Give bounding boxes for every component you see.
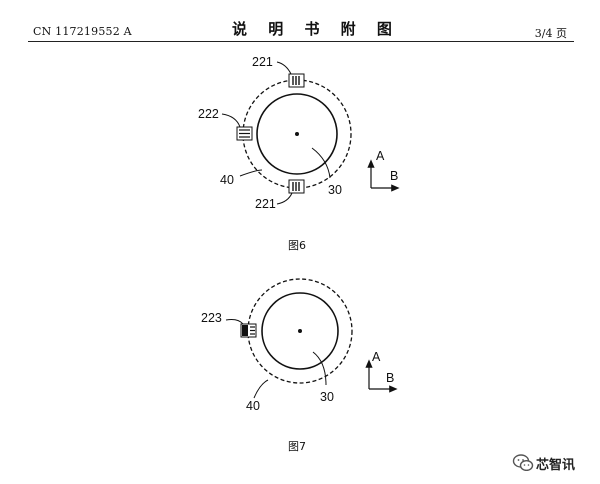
fig7-leader-30 [312,351,327,386]
wechat-logo-icon [512,454,534,472]
fig7-center-dot [298,329,302,333]
page-header: CN 117219552 A 说 明 书 附 图 3/4 页 [0,0,600,44]
figure-6: 221 222 40 221 30 A B 图6 [198,55,400,252]
fig6-label-30: 30 [328,183,342,197]
fig6-label-221-top: 221 [252,55,273,69]
header-divider [28,41,574,42]
fig6-leader-221-bottom [276,192,293,205]
fig7-leader-223 [225,319,244,325]
fig7-caption: 图7 [288,440,306,453]
fig6-element-222-left [236,126,253,141]
fig7-inner-circle [261,292,339,370]
fig6-leader-30 [311,147,331,179]
fig7-axis-indicator: A B [365,350,398,393]
fig7-label-40: 40 [246,399,260,413]
watermark: 芯智讯 [512,452,600,474]
fig7-axis-label-a: A [372,350,381,364]
page-number: 3/4 页 [534,27,567,40]
fig6-axis-label-b: B [390,169,398,183]
page-title: 说 明 书 附 图 [232,20,400,38]
fig7-axis-label-b: B [386,371,394,385]
fig6-leader-40 [239,169,263,177]
fig7-leader-40 [253,379,269,399]
fig6-element-221-bottom [288,179,305,194]
fig6-label-221-bottom: 221 [255,197,276,211]
fig7-label-30: 30 [320,390,334,404]
fig7-label-223: 223 [201,311,222,325]
fig6-inner-circle [256,93,338,175]
fig6-axis-label-a: A [376,149,385,163]
fig6-axis-indicator: A B [367,149,400,192]
fig6-leader-222 [221,113,241,128]
figure-7: 223 40 30 A B 图7 [201,278,398,453]
fig6-leader-221-top [276,61,292,75]
fig6-caption: 图6 [288,239,306,252]
patent-number: CN 117219552 A [33,25,132,38]
fig6-label-40: 40 [220,173,234,187]
fig6-element-221-top [288,73,305,88]
fig7-element-223-left [240,323,257,338]
fig6-center-dot [295,132,299,136]
fig6-label-222: 222 [198,107,219,121]
watermark-text: 芯智讯 [536,458,576,473]
